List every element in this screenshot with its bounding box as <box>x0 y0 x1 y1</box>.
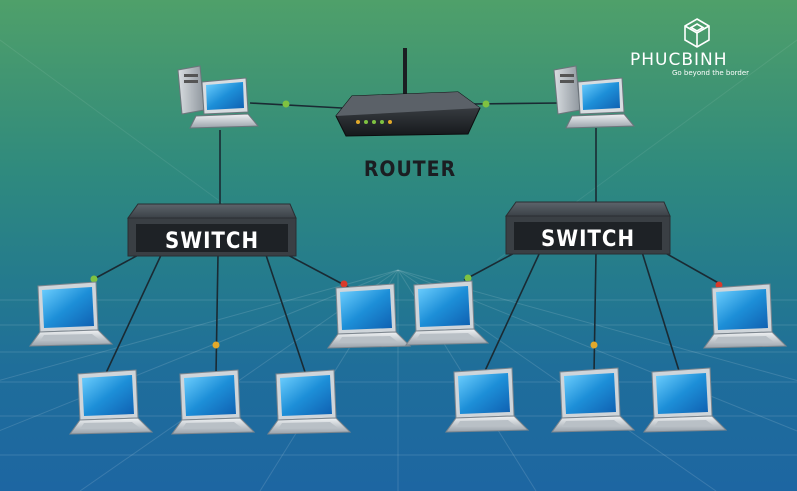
led-red <box>715 281 723 289</box>
switch-left-label: SWITCH <box>165 229 259 254</box>
led-green <box>482 100 490 108</box>
switch-left <box>127 203 297 257</box>
hexagon-cube-icon <box>684 18 710 48</box>
laptop-icon <box>703 283 787 349</box>
laptop-icon <box>551 367 635 433</box>
brand-name: PHUCBINH <box>630 50 728 70</box>
link-server-left-router <box>249 102 343 109</box>
switch-right <box>505 201 671 255</box>
led-green <box>282 100 290 108</box>
led-red <box>340 280 348 288</box>
router-label: ROUTER <box>364 157 456 181</box>
server-computer-right <box>553 65 635 129</box>
laptop-icon <box>29 281 113 347</box>
laptop-icon <box>171 369 255 435</box>
laptop-icon <box>643 367 727 433</box>
laptop-icon <box>405 280 489 346</box>
brand-tagline: Go beyond the border <box>672 69 750 77</box>
laptop-icon <box>445 367 529 433</box>
link-leds <box>90 100 723 349</box>
switch-right-label: SWITCH <box>541 227 635 252</box>
laptop-icon <box>69 369 153 435</box>
led-yellow <box>590 341 598 349</box>
laptop-icon <box>267 369 351 435</box>
server-computer-left <box>177 65 259 129</box>
connection-lines <box>91 102 723 376</box>
led-yellow <box>212 341 220 349</box>
led-green <box>464 274 472 282</box>
led-green <box>90 275 98 283</box>
router-icon <box>335 48 481 137</box>
